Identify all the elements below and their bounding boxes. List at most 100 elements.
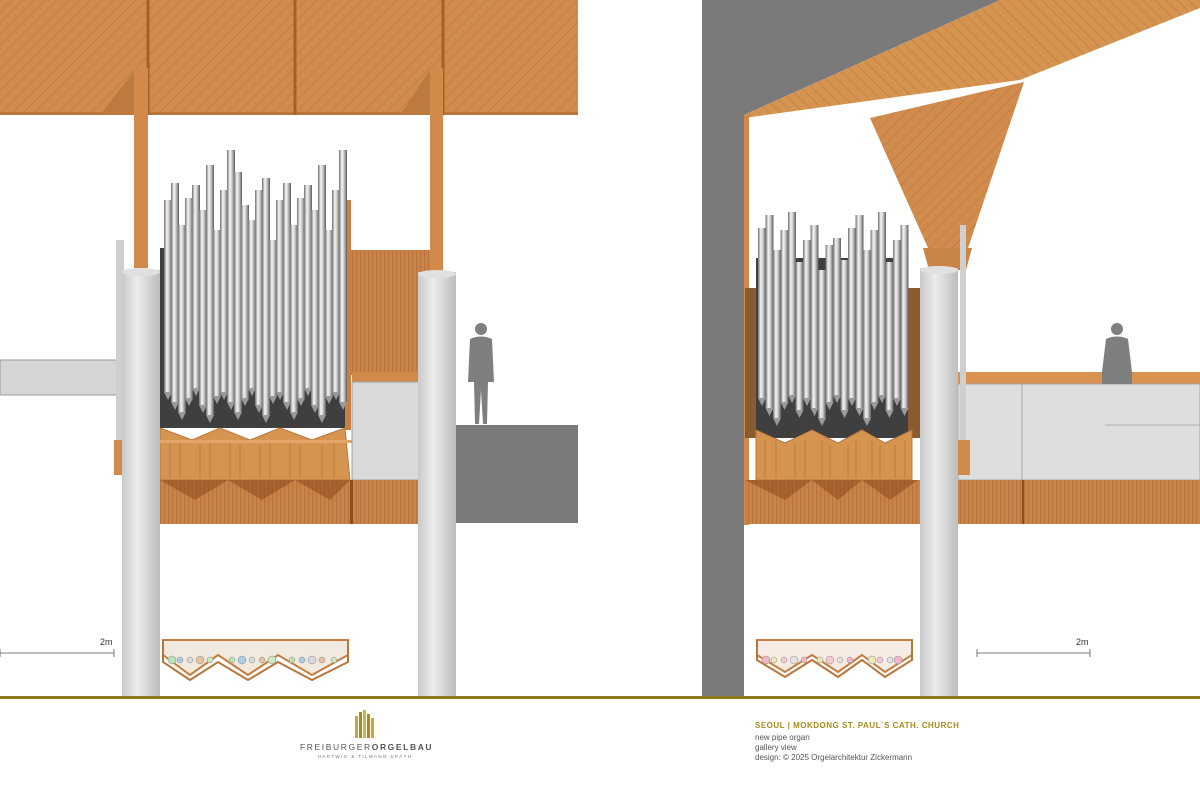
organ-pipe [803,240,811,398]
footer-divider [0,696,1200,699]
organ-pipe [199,210,207,405]
organ-pipe-foot [900,408,909,416]
plan-pipe-marker [195,655,205,665]
organ-pipe-foot [178,412,186,420]
organ-pipe [220,190,228,392]
left-column [122,270,160,698]
organ-pipe [900,225,909,408]
organ-pipe [758,228,766,398]
organ-pipes-logo-icon [355,710,374,738]
organ-pipe-foot [765,408,774,416]
plan-pipe-marker [186,656,194,664]
organ-pipe-foot [297,398,305,406]
plan-pipe-marker [780,656,788,664]
organ-pipe-foot [833,395,841,403]
organ-pipe [780,230,789,402]
right-organ-pipes [758,212,909,426]
plan-pipe-marker [893,655,903,665]
organ-pipe-foot [248,388,256,396]
organ-pipe-foot [318,415,326,423]
right-ceiling [744,0,1200,118]
organ-pipe [192,185,200,388]
plan-pipe-marker [258,656,266,664]
plan-pipe-marker [761,655,771,665]
organ-pipe-foot [220,392,228,400]
left-ceiling [0,0,578,115]
organ-pipe [171,183,179,402]
organ-pipe-foot [227,402,235,410]
organ-pipe-foot [206,415,214,423]
organ-pipe-foot [276,392,284,400]
plan-pipe-marker [886,656,894,664]
right-gallery-front [745,480,1200,524]
plan-pipe-marker [248,656,256,664]
organ-pipe [164,200,172,392]
organ-pipe [241,205,249,398]
organ-pipe [818,270,826,418]
logo-wordmark: FREIBURGERORGELBAU [300,742,434,752]
organ-pipe-foot [290,412,298,420]
scale-label: 2m [100,637,113,647]
organ-pipe [262,178,270,415]
plan-pipe-marker [836,656,844,664]
organ-pipe-foot [885,410,894,418]
organ-pipe [178,225,186,412]
organ-pipe [297,198,305,398]
left-column [418,272,456,698]
organ-pipe [255,190,263,405]
organ-pipe-foot [825,402,834,410]
left-case-side-panel [345,250,430,375]
plan-pipe-marker [867,655,877,665]
organ-pipe [863,250,871,418]
left-elevation [0,0,578,698]
organ-pipe-foot [332,392,340,400]
plan-pipe-marker [267,655,277,665]
right-funnel-support [870,82,1024,248]
organ-pipe [788,212,796,395]
person-silhouette [1102,323,1132,384]
organ-pipe [840,260,849,410]
organ-pipe [878,212,886,395]
organ-pipe-foot [848,398,856,406]
organ-plan-view [162,639,349,682]
organ-pipe [773,250,781,418]
organ-pipe-foot [818,418,826,426]
organ-pipe [825,245,834,402]
left-case-front [159,427,351,481]
plan-pipe-marker [318,656,326,664]
caption-line: design: © 2025 Orgelarchitektur Zickerma… [755,753,913,762]
organ-pipe [276,200,284,392]
right-balustrade [957,383,1200,481]
left-gallery-balustrade [351,381,431,481]
plan-pipe-marker [288,656,296,664]
organ-pipe-foot [234,412,242,420]
plan-pipe-marker [770,656,778,664]
plan-pipe-marker [846,656,854,664]
caption-line: gallery view [755,743,797,752]
organ-pipe-foot [213,396,221,404]
organ-pipe-foot [164,392,172,400]
organ-pipe-foot [255,405,263,413]
caption-line: new pipe organ [755,733,810,742]
organ-pipe [185,198,193,398]
plan-pipe-marker [307,655,317,665]
organ-pipe [206,165,214,415]
logo-subtitle: HARTWIG & TILMANN SPÄTH [317,754,413,759]
right-dark-wall [702,0,744,698]
organ-pipe-foot [878,395,886,403]
organ-pipe-foot [171,402,179,410]
organ-pipe-foot [262,415,270,423]
organ-pipe [332,190,340,392]
organ-pipe-foot [810,408,819,416]
organ-pipe-foot [269,396,277,404]
organ-pipe-foot [199,405,207,413]
plan-pipe-marker [237,655,247,665]
organ-pipe-foot [855,408,864,416]
drawing-caption: SEOUL | MOKDONG ST. PAUL`S CATH. CHURCH … [755,721,1175,763]
plan-pipe-marker [176,656,184,664]
organ-pipe-foot [870,402,879,410]
organ-pipe [318,165,326,415]
caption-title: SEOUL | MOKDONG ST. PAUL`S CATH. CHURCH [755,721,960,730]
organ-pipe-foot [795,410,804,418]
organ-pipe [213,230,221,396]
